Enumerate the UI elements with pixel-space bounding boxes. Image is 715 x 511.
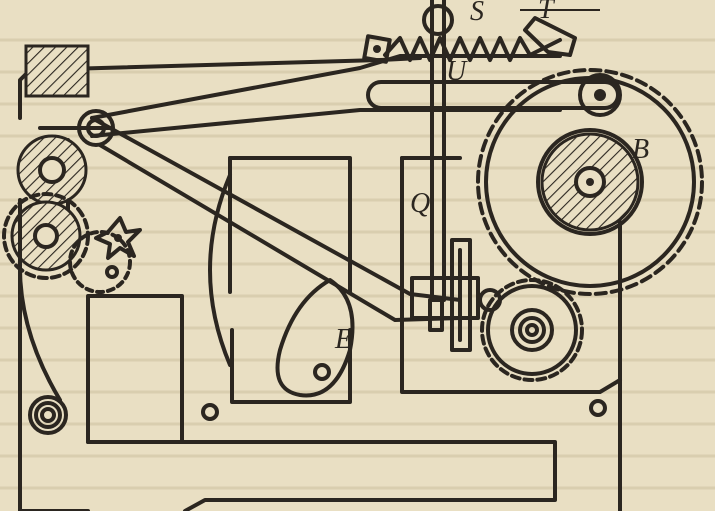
small-gear-lower-right: [480, 278, 584, 382]
bolt-left: [105, 265, 119, 279]
large-gear: [476, 68, 704, 296]
label-t: T: [538, 0, 556, 25]
spring: [383, 36, 562, 62]
left-gear-lower: [2, 192, 90, 280]
bolt-center: [201, 403, 219, 421]
background-text-lines: [0, 38, 715, 490]
star-wheel: [68, 216, 142, 294]
curved-guide: [208, 173, 232, 367]
label-u: U: [446, 56, 468, 87]
label-b: B: [632, 134, 649, 165]
label-e: E: [334, 324, 352, 355]
bolt-right: [589, 399, 607, 417]
pawl: [523, 16, 577, 57]
coil-spring: [28, 395, 68, 435]
fixed-block: [24, 44, 90, 98]
label-q: Q: [410, 188, 430, 219]
upper-beam: [90, 54, 622, 138]
vertical-rod: [422, 0, 454, 302]
belt: [17, 198, 62, 402]
cam-e: [275, 278, 355, 398]
label-s: S: [470, 0, 484, 27]
